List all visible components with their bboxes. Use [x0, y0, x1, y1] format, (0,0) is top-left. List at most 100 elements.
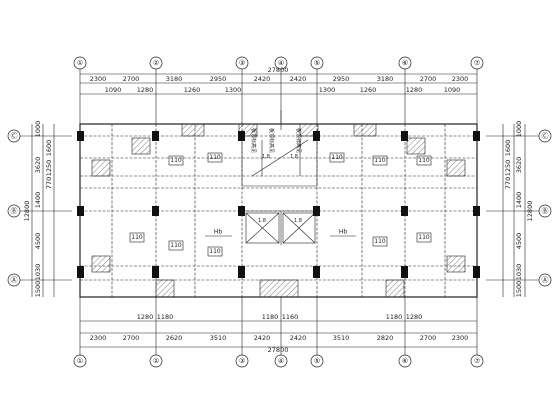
top-dim-3: 2950 [210, 75, 227, 83]
top-inner-dim-0: 1090 [105, 86, 122, 94]
axis-label-7-bottom: ⑦ [474, 357, 480, 365]
bottom-inner-dim-2: 1180 [262, 313, 279, 321]
hole-mark: 1.8 [294, 218, 302, 224]
bottom-dim-6: 3510 [333, 334, 350, 342]
left-dim-7: 1030 [34, 264, 42, 281]
column [77, 206, 84, 216]
slab-label: 110 [170, 242, 182, 249]
hb-label: Hb [339, 229, 348, 236]
axis-label-4-bottom: ④ [278, 357, 284, 365]
right-dimensions: 12800 1000 3620 1600 1250 770 1400 4500 … [502, 121, 534, 297]
column [152, 131, 159, 141]
column [473, 266, 480, 278]
hatch-region [259, 279, 299, 298]
right-dim-1: 3620 [515, 157, 523, 174]
column [152, 206, 159, 216]
axis-label-3-top: ③ [239, 59, 245, 67]
bottom-inner-dim-4: 1180 [386, 313, 403, 321]
axis-label-2-top: ② [153, 59, 159, 67]
top-inner-dim-7: 1090 [444, 86, 461, 94]
slab-label: 110 [209, 154, 221, 161]
side-axis-bubbles: Ⓒ Ⓑ Ⓐ Ⓒ Ⓑ Ⓐ [7, 129, 552, 287]
hb-label: Hb [214, 229, 223, 236]
slab-label: 110 [331, 154, 343, 161]
axis-label-1-top: ① [77, 59, 83, 67]
left-dim-4: 770 [45, 177, 53, 189]
axis-label-c-left: Ⓒ [11, 132, 18, 140]
bottom-inner-dim-1: 1180 [157, 313, 174, 321]
column [77, 131, 84, 141]
top-inner-dim-2: 1260 [184, 86, 201, 94]
column [313, 206, 320, 216]
columns [77, 131, 480, 278]
axis-label-b-left: Ⓑ [11, 207, 18, 215]
slab-label: 110 [170, 157, 182, 164]
left-dimensions: 12800 1000 3620 1600 1250 770 1400 4500 … [23, 121, 55, 297]
bottom-total-dim: 27800 [268, 346, 289, 354]
axis-label-5-top: ⑤ [314, 59, 320, 67]
right-total-dim: 12800 [526, 201, 534, 222]
hb-markers: Hb Hb [205, 229, 356, 237]
axis-leaders [20, 69, 539, 355]
column [152, 266, 159, 278]
bottom-dimensions: 1280 1180 1180 1160 1180 1280 2300 2700 … [80, 313, 477, 354]
slab-label: 110 [418, 157, 430, 164]
slab-label: 110 [131, 234, 143, 241]
left-dim-3: 1250 [45, 160, 53, 177]
top-dim-7: 3180 [377, 75, 394, 83]
axis-label-6-top: ⑥ [402, 59, 408, 67]
bottom-dim-0: 2300 [90, 334, 107, 342]
left-dim-6: 4500 [34, 233, 42, 250]
bottom-inner-dim-3: 1160 [282, 313, 299, 321]
right-dim-2: 1600 [504, 140, 512, 157]
note-label: 板顶标高见 [295, 128, 302, 153]
left-dim-0: 1000 [34, 121, 42, 138]
top-dim-2: 3180 [166, 75, 183, 83]
left-dim-1: 3620 [34, 157, 42, 174]
axis-label-a-right: Ⓐ [542, 276, 549, 284]
left-total-dim: 12800 [23, 201, 31, 222]
axis-label-c-right: Ⓒ [542, 132, 549, 140]
column [77, 266, 84, 278]
hatch-region [181, 123, 205, 137]
top-inner-dim-3: 1300 [225, 86, 242, 94]
column [313, 131, 320, 141]
axis-label-7-top: ⑦ [474, 59, 480, 67]
bottom-dim-4: 2420 [254, 334, 271, 342]
axis-label-b-right: Ⓑ [542, 207, 549, 215]
top-dim-0: 2300 [90, 75, 107, 83]
axis-label-3-bottom: ③ [239, 357, 245, 365]
column [473, 206, 480, 216]
axis-label-4-top: ④ [278, 59, 284, 67]
right-dim-5: 1400 [515, 192, 523, 209]
hole-mark: 1.8 [262, 154, 270, 160]
hatch-region [406, 137, 426, 155]
column [401, 206, 408, 216]
bottom-dim-3: 3510 [210, 334, 227, 342]
hole-mark: 1.8 [290, 154, 298, 160]
hole-mark: 1.8 [258, 218, 266, 224]
note-label: 板顶标高见 [268, 128, 275, 153]
hatch-region [353, 123, 377, 137]
hatch-region [446, 159, 466, 177]
bottom-dim-1: 2700 [123, 334, 140, 342]
slab-label: 110 [418, 234, 430, 241]
column [238, 206, 245, 216]
top-dimensions: 27800 2300 2700 3180 2950 2420 2420 2950… [80, 66, 477, 95]
top-dim-1: 2700 [123, 75, 140, 83]
hatch-region [91, 255, 111, 273]
top-total-dim: 27800 [268, 66, 289, 74]
left-dim-2: 1600 [45, 140, 53, 157]
bottom-dim-5: 2420 [290, 334, 307, 342]
note-label: 板顶标高见 [250, 128, 257, 153]
top-dim-8: 2700 [420, 75, 437, 83]
axis-label-1-bottom: ① [77, 357, 83, 365]
axis-label-6-bottom: ⑥ [402, 357, 408, 365]
hatch-region [131, 137, 151, 155]
slab-label: 110 [374, 157, 386, 164]
bottom-inner-dim-5: 1280 [406, 313, 423, 321]
top-dim-6: 2950 [333, 75, 350, 83]
axis-label-5-bottom: ⑤ [314, 357, 320, 365]
top-inner-dim-4: 1300 [319, 86, 336, 94]
